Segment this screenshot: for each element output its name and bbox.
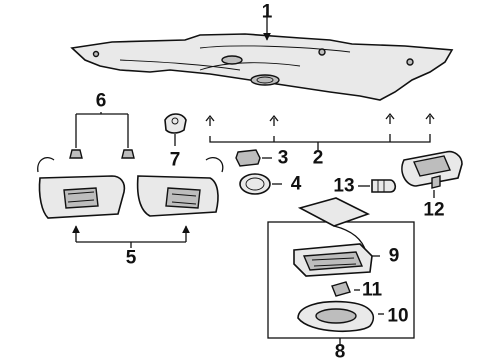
- callout-10: 10: [387, 306, 408, 327]
- lamp-housing-part: 9: [293, 197, 400, 277]
- sun-visors-part: 5: [37, 157, 224, 269]
- visor-clips-part: 6: [69, 91, 135, 159]
- callout-5: 5: [126, 248, 137, 269]
- callout-9: 9: [389, 246, 400, 267]
- map-lamp-part: 12: [401, 150, 463, 221]
- retainer-clips-part: 2: [205, 112, 435, 169]
- clip-2a: [205, 114, 215, 126]
- callout-8: 8: [335, 342, 346, 360]
- round-lamp-part: 4: [239, 173, 302, 195]
- clip-2d: [425, 112, 435, 124]
- callout-1: 1: [262, 2, 273, 23]
- headliner-part: 1: [70, 2, 454, 101]
- callout-4: 4: [291, 174, 302, 195]
- clip-2b: [269, 114, 279, 126]
- callout-12: 12: [423, 200, 444, 221]
- visor-bracket-part: 7: [164, 113, 187, 171]
- switch-part: 3: [235, 148, 289, 169]
- lens-part: 10: [297, 300, 409, 333]
- callout-6: 6: [96, 91, 107, 112]
- callout-13: 13: [333, 176, 354, 197]
- callout-11: 11: [362, 280, 383, 301]
- dome-lamp-box: 8 9 11 10: [267, 197, 415, 360]
- clip-2c: [385, 112, 395, 124]
- callout-2: 2: [313, 148, 324, 169]
- small-lamp-part: 13: [333, 176, 397, 197]
- bulb-part: 11: [331, 280, 383, 301]
- callout-3: 3: [278, 148, 289, 169]
- callout-7: 7: [170, 150, 181, 171]
